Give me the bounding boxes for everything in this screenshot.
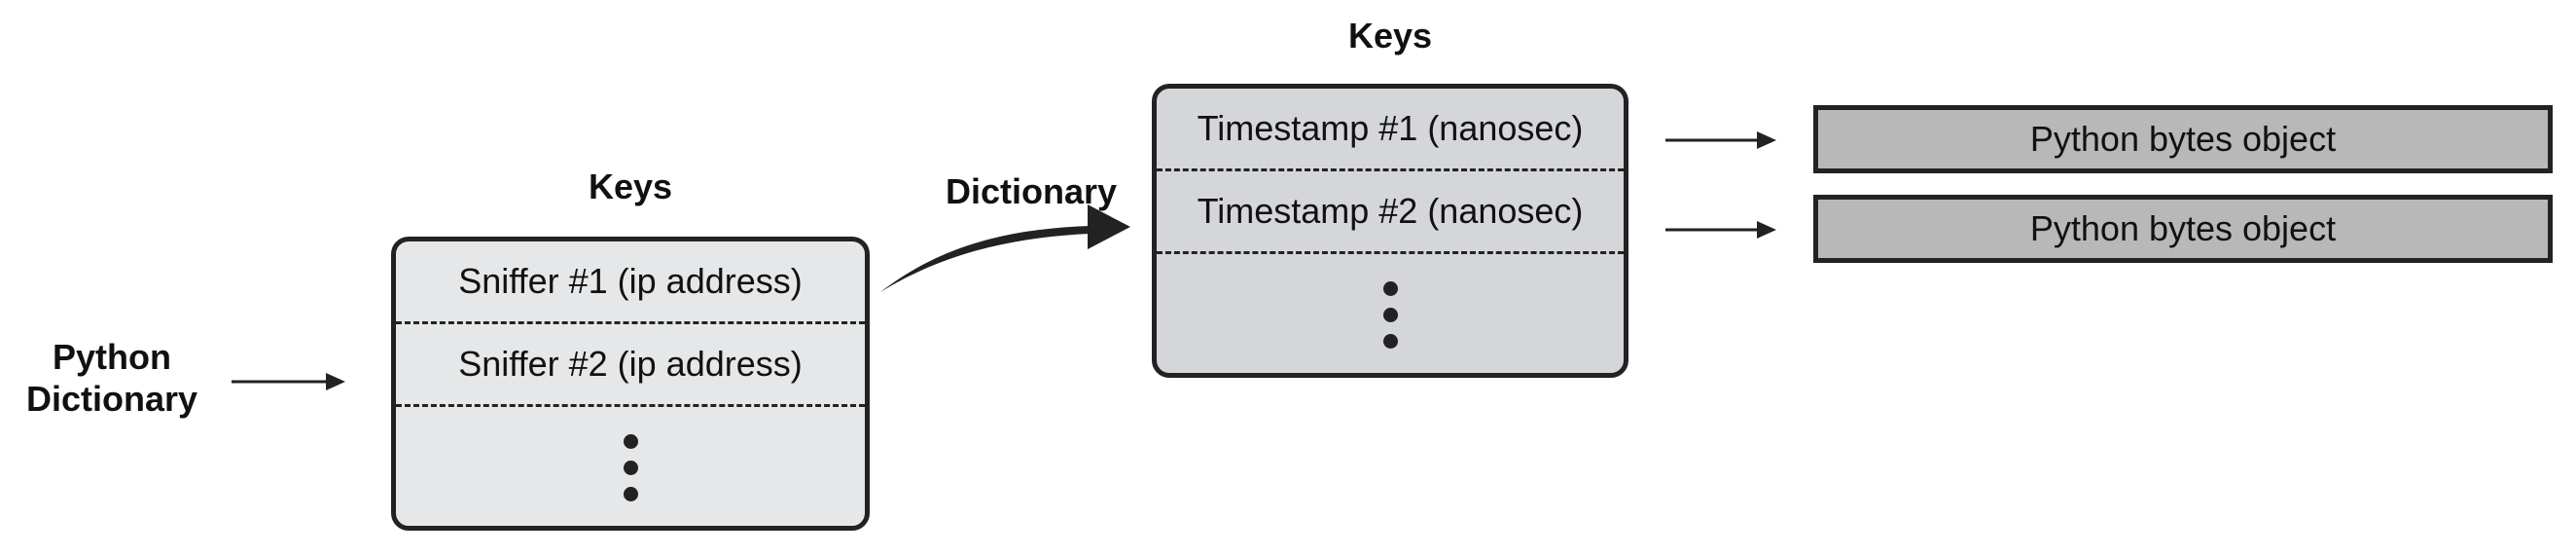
- keys-header-level2: Keys: [1347, 16, 1433, 56]
- bytes-object-2: Python bytes object: [1813, 195, 2553, 263]
- sniffer-key-2: Sniffer #2 (ip address): [396, 324, 865, 407]
- ellipsis-dots: [396, 407, 865, 507]
- arrow-right-icon: [1665, 221, 1776, 239]
- curved-arrow-icon: [880, 204, 1130, 292]
- dictionary-connector-label: Dictionary: [945, 171, 1118, 211]
- sniffer-keys-box: Sniffer #1 (ip address) Sniffer #2 (ip a…: [391, 237, 870, 531]
- arrow-right-icon: [1665, 131, 1776, 149]
- arrow-right-icon: [232, 373, 345, 390]
- timestamp-key-1: Timestamp #1 (nanosec): [1157, 89, 1624, 171]
- python-dictionary-label: Python Dictionary: [25, 337, 198, 420]
- keys-header-level1: Keys: [588, 166, 673, 206]
- ellipsis-dots: [1157, 254, 1624, 354]
- timestamp-key-2: Timestamp #2 (nanosec): [1157, 171, 1624, 254]
- timestamp-keys-box: Timestamp #1 (nanosec) Timestamp #2 (nan…: [1152, 84, 1628, 378]
- bytes-object-1: Python bytes object: [1813, 105, 2553, 173]
- sniffer-key-1: Sniffer #1 (ip address): [396, 241, 865, 324]
